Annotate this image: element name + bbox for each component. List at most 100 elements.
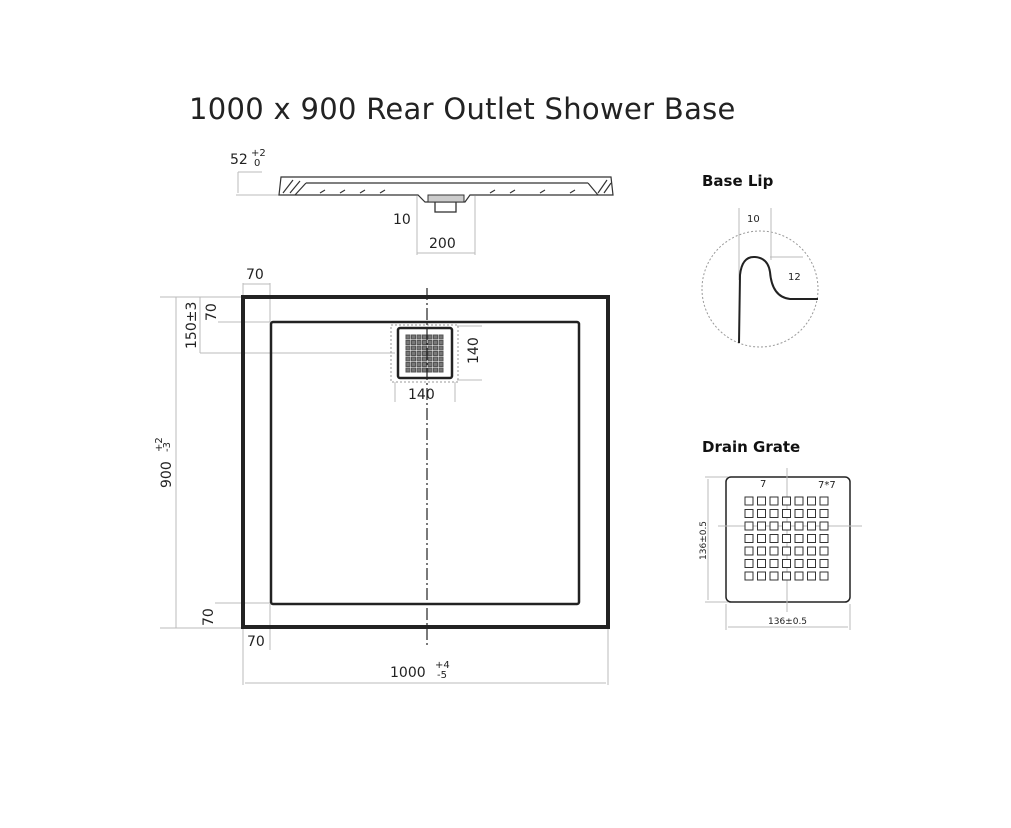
base-lip-width-dim: 10 bbox=[747, 214, 760, 225]
grate-hole bbox=[416, 334, 422, 340]
grate-hole bbox=[427, 334, 433, 340]
top-rim-height-dim: 70 bbox=[204, 303, 220, 321]
grate-hole bbox=[744, 546, 754, 556]
plan-drain-height-dim: 140 bbox=[466, 337, 482, 364]
grate-hole bbox=[782, 534, 791, 543]
grate-hole bbox=[433, 345, 438, 351]
grate-hole bbox=[794, 509, 804, 518]
grate-hole bbox=[769, 534, 779, 543]
grate-hole bbox=[807, 559, 816, 568]
grate-hole bbox=[416, 356, 422, 362]
plan-view: 70 70 150±3 140 140 900 +2 -3 70 70 1000… bbox=[154, 267, 610, 685]
grate-hole bbox=[438, 334, 444, 340]
grate-hole bbox=[819, 521, 829, 531]
top-left-rim-width-dim: 70 bbox=[246, 267, 264, 283]
drain-outlet bbox=[434, 201, 457, 213]
grate-hole bbox=[422, 356, 427, 362]
grate-hole bbox=[416, 362, 422, 367]
grate-hole bbox=[769, 521, 779, 531]
base-lip-heading: Base Lip bbox=[702, 172, 774, 190]
grate-height-dim: 136±0.5 bbox=[699, 521, 709, 560]
grate-hole bbox=[757, 534, 766, 543]
grate-hole bbox=[433, 362, 438, 367]
grate-hole bbox=[807, 521, 816, 531]
drain-depth-dim: 10 bbox=[393, 212, 411, 228]
base-lip-height-dim: 12 bbox=[788, 272, 801, 283]
grate-hole bbox=[422, 340, 427, 345]
grate-pitch-dim: 7 bbox=[760, 479, 766, 490]
drain-grate-heading: Drain Grate bbox=[702, 438, 800, 456]
side-height-tol-upper: +2 bbox=[251, 148, 266, 159]
grate-hole bbox=[757, 509, 766, 518]
grate-hole bbox=[438, 362, 444, 367]
grate-hole bbox=[427, 351, 433, 356]
grate-hole bbox=[807, 534, 816, 543]
grate-hole bbox=[405, 334, 411, 340]
grate-hole bbox=[782, 546, 791, 556]
grate-hole bbox=[819, 496, 829, 506]
grate-hole bbox=[411, 345, 416, 351]
grate-hole bbox=[438, 351, 444, 356]
grate-hole bbox=[411, 362, 416, 367]
grate-hole bbox=[422, 351, 427, 356]
grate-hole bbox=[438, 340, 444, 345]
bottom-left-rim-width-dim: 70 bbox=[247, 634, 265, 650]
grate-hole bbox=[411, 334, 416, 340]
grate-hole bbox=[422, 367, 427, 373]
grate-hole bbox=[427, 345, 433, 351]
grate-hole bbox=[416, 367, 422, 373]
grate-hole bbox=[744, 559, 754, 568]
grate-hole bbox=[782, 496, 791, 506]
grate-hole bbox=[744, 571, 754, 581]
grate-hole bbox=[405, 367, 411, 373]
grate-hole bbox=[819, 509, 829, 518]
grate-hole bbox=[416, 351, 422, 356]
grate-hole bbox=[744, 496, 754, 506]
grate-hole bbox=[794, 496, 804, 506]
grate-hole bbox=[769, 496, 779, 506]
grate-hole bbox=[405, 351, 411, 356]
side-height-dim: 52 bbox=[230, 152, 248, 168]
grate-hole bbox=[744, 509, 754, 518]
drain-recess bbox=[390, 324, 459, 383]
width-dim: 1000 bbox=[390, 665, 426, 681]
grate-hole bbox=[794, 559, 804, 568]
grate-hole bbox=[427, 356, 433, 362]
grate-hole bbox=[757, 546, 766, 556]
grate-hole bbox=[757, 496, 766, 506]
base-lip-detail: Base Lip 10 12 bbox=[701, 172, 819, 348]
plan-drain-width-dim: 140 bbox=[408, 387, 435, 403]
grate-hole bbox=[427, 340, 433, 345]
grate-hole bbox=[433, 367, 438, 373]
drain-width-dim: 200 bbox=[429, 236, 456, 252]
grate-hole bbox=[411, 340, 416, 345]
grate-hole bbox=[405, 340, 411, 345]
depth-tol-upper: +2 bbox=[154, 437, 165, 452]
plan-grate-holes bbox=[405, 334, 444, 373]
drain-grate-holes bbox=[744, 496, 829, 581]
base-lip-profile bbox=[738, 255, 818, 344]
grate-hole bbox=[769, 546, 779, 556]
grate-hole bbox=[782, 559, 791, 568]
drain-grate-outline bbox=[725, 476, 851, 603]
grate-hole bbox=[819, 546, 829, 556]
base-lip-detail-circle bbox=[701, 230, 819, 348]
grate-hole bbox=[433, 334, 438, 340]
grate-hole bbox=[411, 367, 416, 373]
grate-hole bbox=[782, 509, 791, 518]
depth-dim: 900 bbox=[159, 461, 175, 488]
grate-hole bbox=[769, 559, 779, 568]
grate-hole bbox=[438, 356, 444, 362]
grate-hole bbox=[757, 571, 766, 581]
side-height-tol-lower: 0 bbox=[254, 158, 260, 169]
grate-hole bbox=[744, 521, 754, 531]
grate-hole bbox=[438, 367, 444, 373]
grate-hole bbox=[794, 521, 804, 531]
grate-hole bbox=[427, 367, 433, 373]
grate-hole bbox=[819, 534, 829, 543]
grate-hole bbox=[422, 345, 427, 351]
grate-hole bbox=[411, 351, 416, 356]
grate-hole bbox=[782, 571, 791, 581]
grate-hole bbox=[422, 334, 427, 340]
